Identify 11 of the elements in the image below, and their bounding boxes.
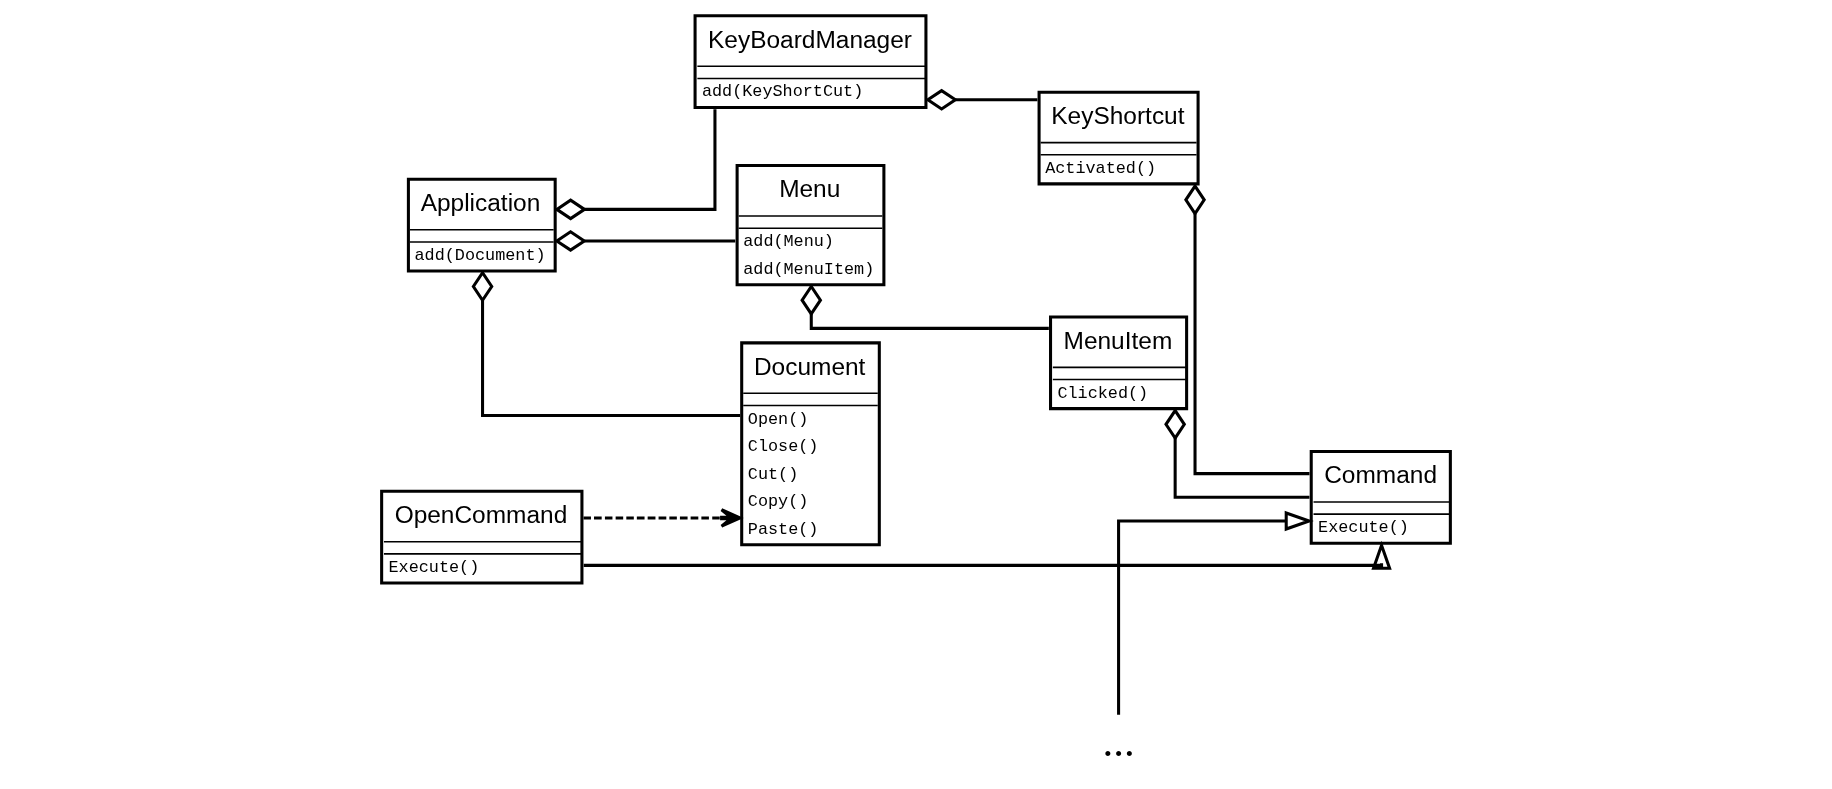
connector	[925, 88, 1038, 111]
connector	[554, 109, 717, 221]
arrow	[1117, 510, 1314, 715]
connector	[554, 229, 736, 252]
connector	[800, 283, 1049, 330]
connector	[471, 269, 741, 418]
arrow	[583, 508, 742, 528]
arrow	[583, 540, 1392, 570]
connector	[1164, 407, 1310, 499]
connector	[1184, 183, 1310, 476]
node-text: ...	[1102, 717, 1135, 765]
